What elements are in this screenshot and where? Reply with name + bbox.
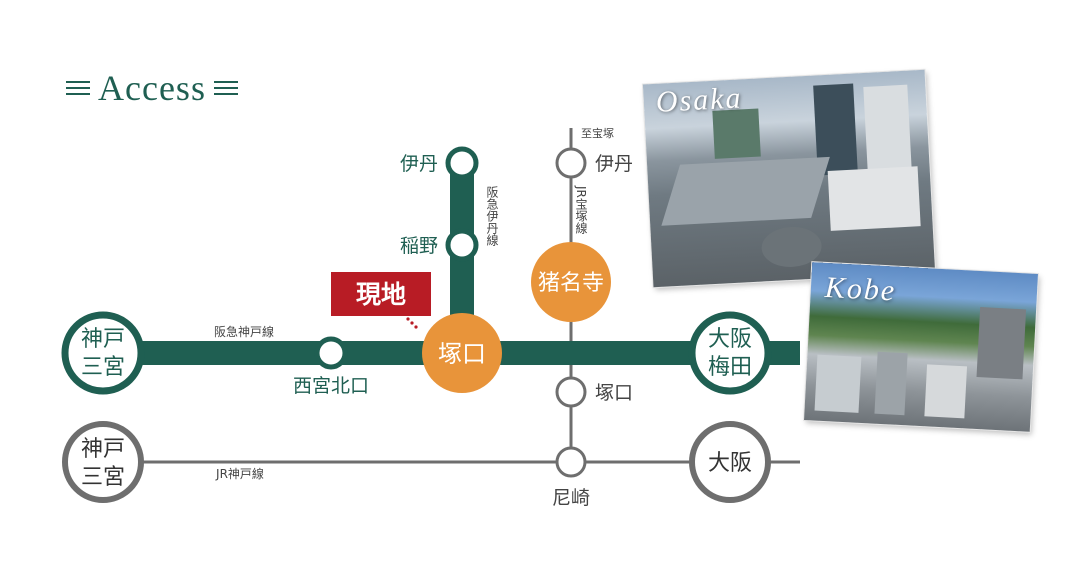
station-amagasaki <box>555 446 587 478</box>
site-pointer-dot <box>414 325 418 329</box>
building-shape <box>924 364 968 419</box>
station-itami-hankyu <box>445 146 479 180</box>
building-shape <box>814 354 862 413</box>
line-label: 阪急神戸線 <box>214 324 274 339</box>
osaka-label: Osaka <box>654 81 744 119</box>
station-label: 塚口 <box>438 340 486 368</box>
line-label-vertical: 阪急伊丹線 <box>485 186 499 246</box>
station-osaka-umeda <box>688 311 772 395</box>
station-label: 大阪 <box>708 327 752 352</box>
station-nishinomiya-kitaguchi <box>314 336 348 370</box>
building-shape <box>874 351 908 416</box>
station-roof-shape <box>661 156 830 226</box>
line-label: 至宝塚 <box>581 126 614 140</box>
building-shape <box>827 166 921 231</box>
site-pointer-dot <box>410 321 414 325</box>
kobe-label: Kobe <box>824 270 898 308</box>
station-inano <box>445 228 479 262</box>
station-label: 塚口 <box>595 382 633 404</box>
access-title: Access <box>98 68 206 108</box>
station-label: 神戸 <box>81 437 125 462</box>
site-marker-label: 現地 <box>356 280 406 309</box>
station-osaka-jr <box>689 421 771 503</box>
site-marker <box>331 272 431 316</box>
station-label: 梅田 <box>708 355 752 380</box>
line-label: JR神戸線 <box>215 466 264 481</box>
osaka-photo: Osaka <box>642 69 936 288</box>
kobe-photo: Kobe <box>804 262 1038 432</box>
station-tsukaguchi-jr <box>555 376 587 408</box>
station-itami-jr <box>555 147 587 179</box>
station-tsukaguchi-hankyu <box>422 313 502 393</box>
menu-lines-icon <box>213 77 238 99</box>
station-label: 大阪 <box>708 451 752 476</box>
station-label: 尼崎 <box>552 487 590 509</box>
menu-lines-icon <box>66 77 90 99</box>
building-shape <box>976 307 1027 380</box>
building-shape <box>863 84 912 173</box>
access-heading: Access <box>58 66 246 110</box>
site-pointer-dot <box>406 317 410 321</box>
station-label: 伊丹 <box>400 153 438 175</box>
station-label: 西宮北口 <box>293 375 369 397</box>
station-label: 伊丹 <box>595 153 633 175</box>
station-label: 三宮 <box>81 465 125 490</box>
station-label: 三宮 <box>81 355 125 380</box>
station-label: 稲野 <box>400 235 438 257</box>
station-kobe-sannomiya-hankyu <box>61 311 145 395</box>
station-label: 神戸 <box>81 327 125 352</box>
line-label-vertical: JR宝塚線 <box>574 185 588 234</box>
station-inadera <box>531 242 611 322</box>
station-kobe-sannomiya-jr <box>62 421 144 503</box>
station-label: 猪名寺 <box>538 271 604 296</box>
